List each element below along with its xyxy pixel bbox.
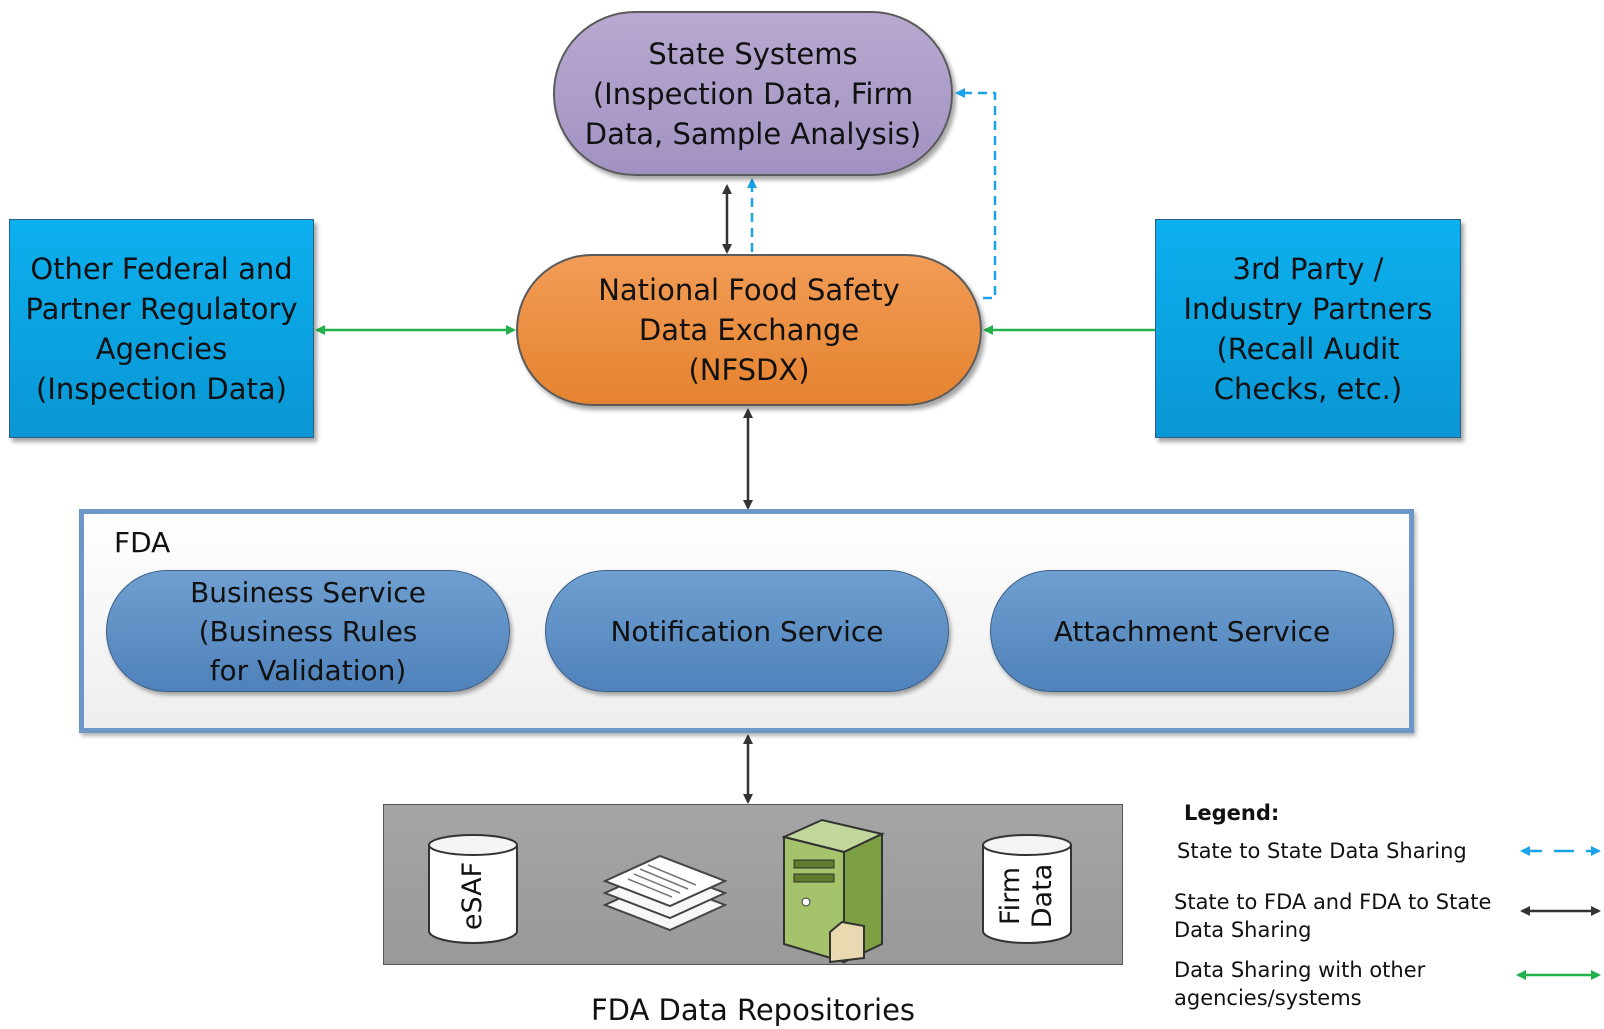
legend-title: Legend: bbox=[1184, 801, 1280, 825]
legend-item-state-to-state: State to State Data Sharing bbox=[1177, 839, 1467, 863]
business-service-label: Business Service (Business Rules for Val… bbox=[190, 575, 426, 687]
notification-service-label: Notification Service bbox=[610, 614, 884, 648]
attachment-service-label: Attachment Service bbox=[1053, 614, 1331, 648]
firm-data-label: Firm Data bbox=[995, 863, 1058, 929]
attachment-service-node: Attachment Service bbox=[990, 570, 1394, 692]
fda-data-repositories-label: FDA Data Repositories bbox=[590, 993, 916, 1027]
esaf-database-icon: eSAF bbox=[427, 833, 519, 945]
esaf-label: eSAF bbox=[456, 861, 488, 931]
other-federal-agencies-label: Other Federal and Partner Regulatory Age… bbox=[25, 251, 298, 406]
notification-service-node: Notification Service bbox=[545, 570, 949, 692]
nfsdx-node: National Food Safety Data Exchange (NFSD… bbox=[516, 254, 982, 406]
third-party-partners-label: 3rd Party / Industry Partners (Recall Au… bbox=[1183, 251, 1433, 406]
state-systems-label: State Systems (Inspection Data, Firm Dat… bbox=[584, 36, 922, 151]
arrow-state-to-state-loop bbox=[955, 88, 997, 300]
server-icon bbox=[780, 812, 892, 964]
fda-label: FDA bbox=[114, 526, 171, 559]
documents-icon bbox=[600, 845, 730, 940]
business-service-node: Business Service (Business Rules for Val… bbox=[106, 570, 510, 692]
state-systems-node: State Systems (Inspection Data, Firm Dat… bbox=[553, 11, 953, 176]
nfsdx-label: National Food Safety Data Exchange (NFSD… bbox=[598, 273, 900, 387]
other-federal-agencies-box: Other Federal and Partner Regulatory Age… bbox=[9, 219, 314, 438]
legend-item-state-fda: State to FDA and FDA to State Data Shari… bbox=[1174, 890, 1492, 942]
legend-item-other-agencies: Data Sharing with other agencies/systems bbox=[1174, 958, 1426, 1010]
third-party-partners-box: 3rd Party / Industry Partners (Recall Au… bbox=[1155, 219, 1461, 438]
firm-data-database-icon: Firm Data bbox=[981, 833, 1073, 945]
